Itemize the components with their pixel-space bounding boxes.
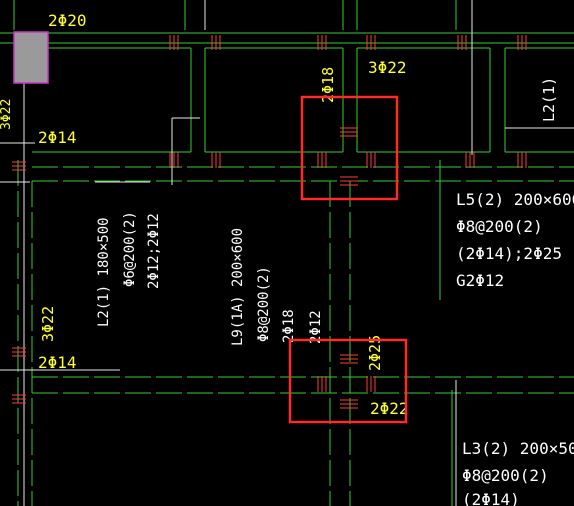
annot-left-vertical[interactable]: 3Φ22 [0, 99, 14, 130]
annot-top-left-bars[interactable]: 2Φ20 [48, 11, 87, 30]
beam-L3-line-1: L3(2) 200×50 [462, 439, 574, 458]
annot-top-right-bars[interactable]: 3Φ22 [368, 58, 407, 77]
annot-mid-lower-bars[interactable]: 2Φ22 [370, 399, 409, 418]
beam-L5-line-2: Φ8@200(2) [456, 217, 543, 236]
beam-L3-label[interactable]: L3(2) 200×50 Φ8@200(2) (2Φ14) [462, 439, 574, 506]
beam-L3-line-3: (2Φ14) [462, 490, 520, 506]
annot-right-vertical-beam[interactable]: L2(1) [540, 77, 558, 122]
highlight-box-upper[interactable] [300, 95, 399, 201]
beam-L5-line-4: G2Φ12 [456, 271, 504, 290]
annot-left-bottom-upper[interactable]: 2Φ14 [38, 128, 77, 147]
beam-L9-line-4: 2Φ12 [308, 310, 324, 344]
annot-left-bottom-lower[interactable]: 2Φ14 [38, 353, 77, 372]
column-icon[interactable] [13, 31, 49, 84]
highlight-box-lower[interactable] [288, 338, 408, 424]
annot-left-lower-vertical[interactable]: 3Φ22 [39, 306, 57, 342]
beam-L2-label[interactable]: L2(1) 180×500 Φ6@200(2) 2Φ12;2Φ12 [96, 211, 162, 327]
beam-L5-line-3: (2Φ14);2Φ25 [456, 244, 562, 263]
beam-L9-line-2: Φ8@200(2) [256, 266, 272, 342]
beam-L2-line-2: Φ6@200(2) [122, 211, 138, 287]
beam-L9-line-3: 2Φ18 [281, 309, 297, 343]
beam-L9-line-1: L9(1A) 200×600 [230, 228, 246, 346]
annot-mid-vertical-18[interactable]: 2Φ18 [319, 67, 337, 103]
beam-L2-line-3: 2Φ12;2Φ12 [146, 213, 162, 289]
beam-L5-line-1: L5(2) 200×600 [456, 190, 574, 209]
beam-L9-label[interactable]: L9(1A) 200×600 Φ8@200(2) 2Φ18 2Φ12 [230, 228, 324, 346]
rebar-marks-layer [12, 35, 527, 409]
beam-L2-line-1: L2(1) 180×500 [96, 217, 112, 327]
beam-L5-label[interactable]: L5(2) 200×600 Φ8@200(2) (2Φ14);2Φ25 G2Φ1… [456, 190, 574, 290]
annot-mid-vertical-25[interactable]: 2Φ25 [366, 335, 384, 371]
beam-L3-line-2: Φ8@200(2) [462, 466, 549, 485]
